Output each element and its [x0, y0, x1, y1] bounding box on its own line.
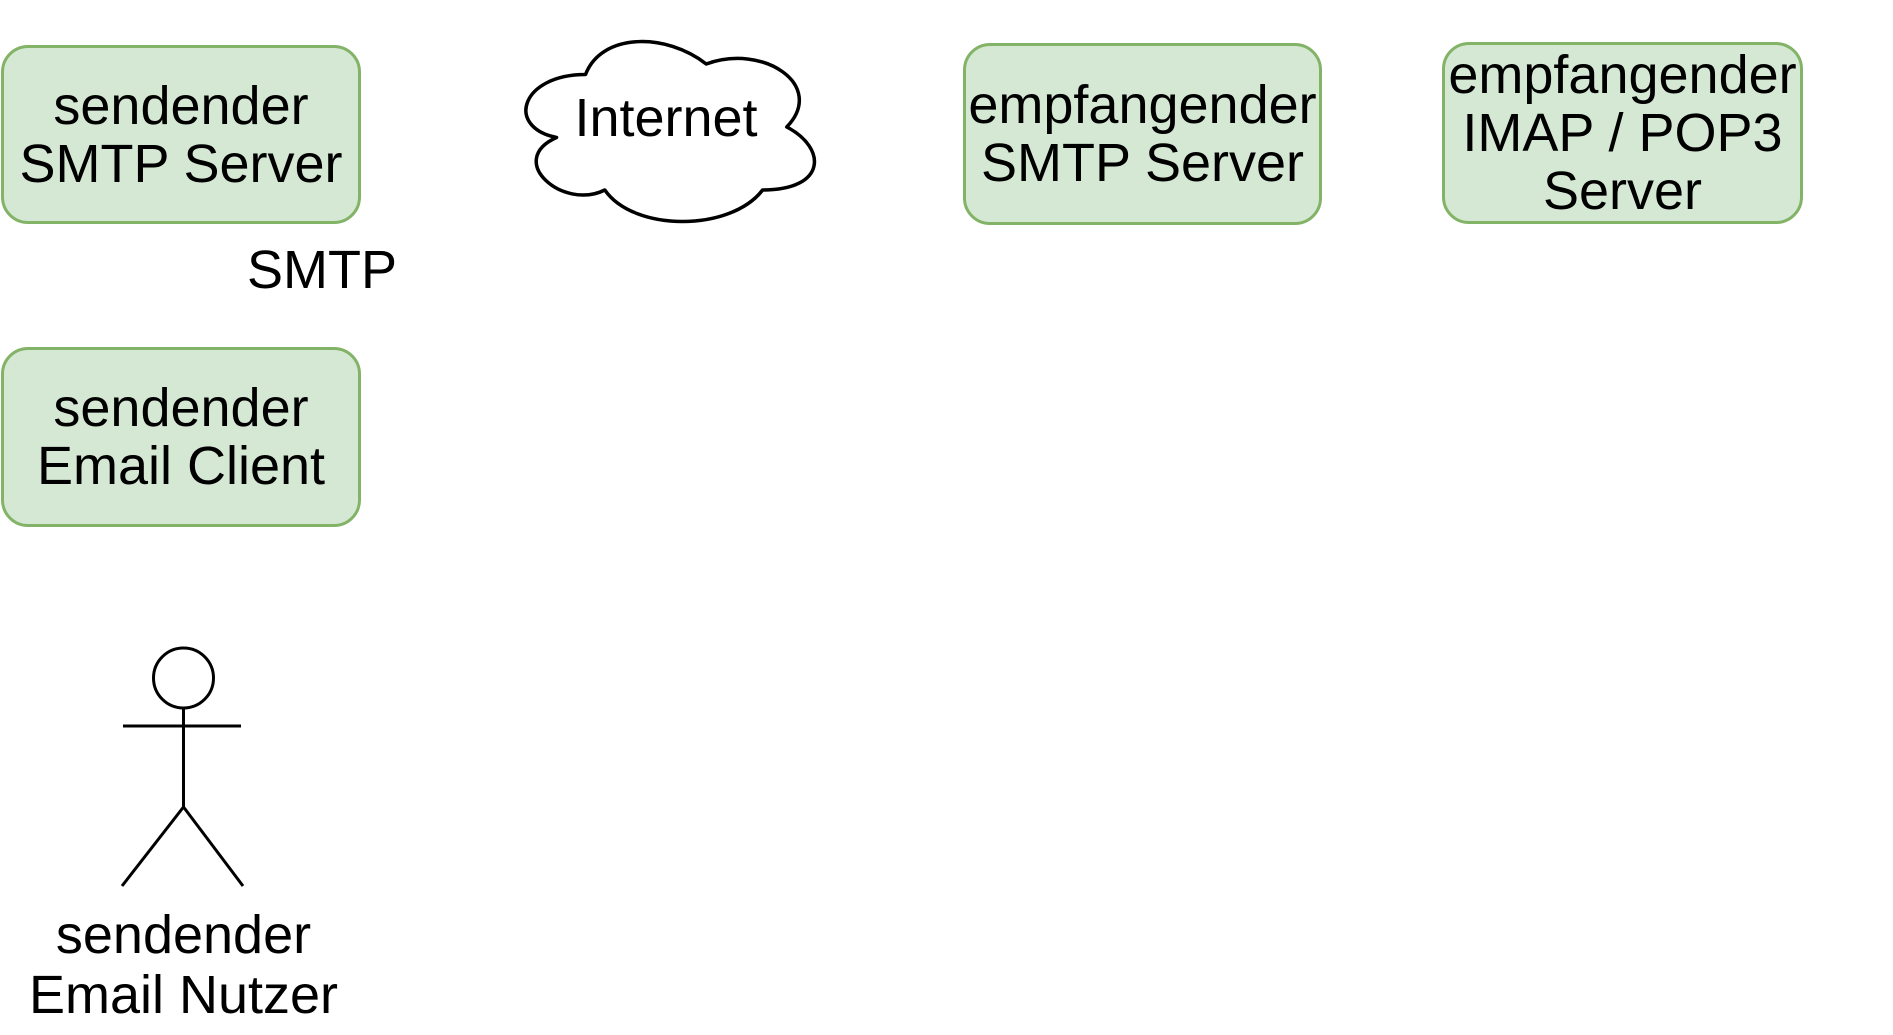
- label-line: empfangender: [968, 75, 1317, 135]
- actor-sendender-email-nutzer-label: sendender Email Nutzer: [0, 905, 367, 1025]
- cloud-icon: [524, 39, 817, 224]
- label-line: sendender: [53, 378, 309, 438]
- actor-left-leg-icon: [120, 806, 185, 887]
- label-line: SMTP Server: [980, 133, 1305, 193]
- label-line: sendender: [55, 905, 312, 965]
- node-empfangender-smtp-server[interactable]: empfangender SMTP Server: [963, 43, 1322, 225]
- actor-head-icon: [152, 646, 215, 710]
- edge-label-smtp[interactable]: SMTP: [247, 240, 398, 300]
- label-line: Email Nutzer: [28, 965, 339, 1025]
- actor-sendender-email-nutzer[interactable]: [90, 630, 280, 900]
- node-empfangender-imap-pop3-server[interactable]: empfangender IMAP / POP3 Server: [1442, 42, 1803, 224]
- node-empfangender-imap-pop3-server-label: empfangender IMAP / POP3 Server: [1448, 46, 1796, 220]
- label-line: Email Client: [36, 436, 326, 496]
- label-line: sendender: [53, 75, 309, 136]
- node-sendender-smtp-server-label: sendender SMTP Server: [19, 77, 342, 193]
- node-internet-cloud[interactable]: Internet: [502, 19, 830, 235]
- node-sendender-smtp-server[interactable]: sendender SMTP Server: [1, 45, 361, 224]
- actor-right-leg-icon: [182, 806, 245, 887]
- label-line: IMAP / POP3: [1462, 103, 1783, 163]
- node-internet-cloud-label: Internet: [574, 88, 757, 148]
- label-line: SMTP Server: [19, 133, 343, 194]
- label-line: Server: [1542, 161, 1703, 221]
- node-sendender-email-client[interactable]: sendender Email Client: [1, 347, 361, 527]
- node-sendender-email-client-label: sendender Email Client: [37, 379, 325, 495]
- label-line: empfangender: [1448, 45, 1797, 105]
- node-empfangender-smtp-server-label: empfangender SMTP Server: [968, 76, 1316, 192]
